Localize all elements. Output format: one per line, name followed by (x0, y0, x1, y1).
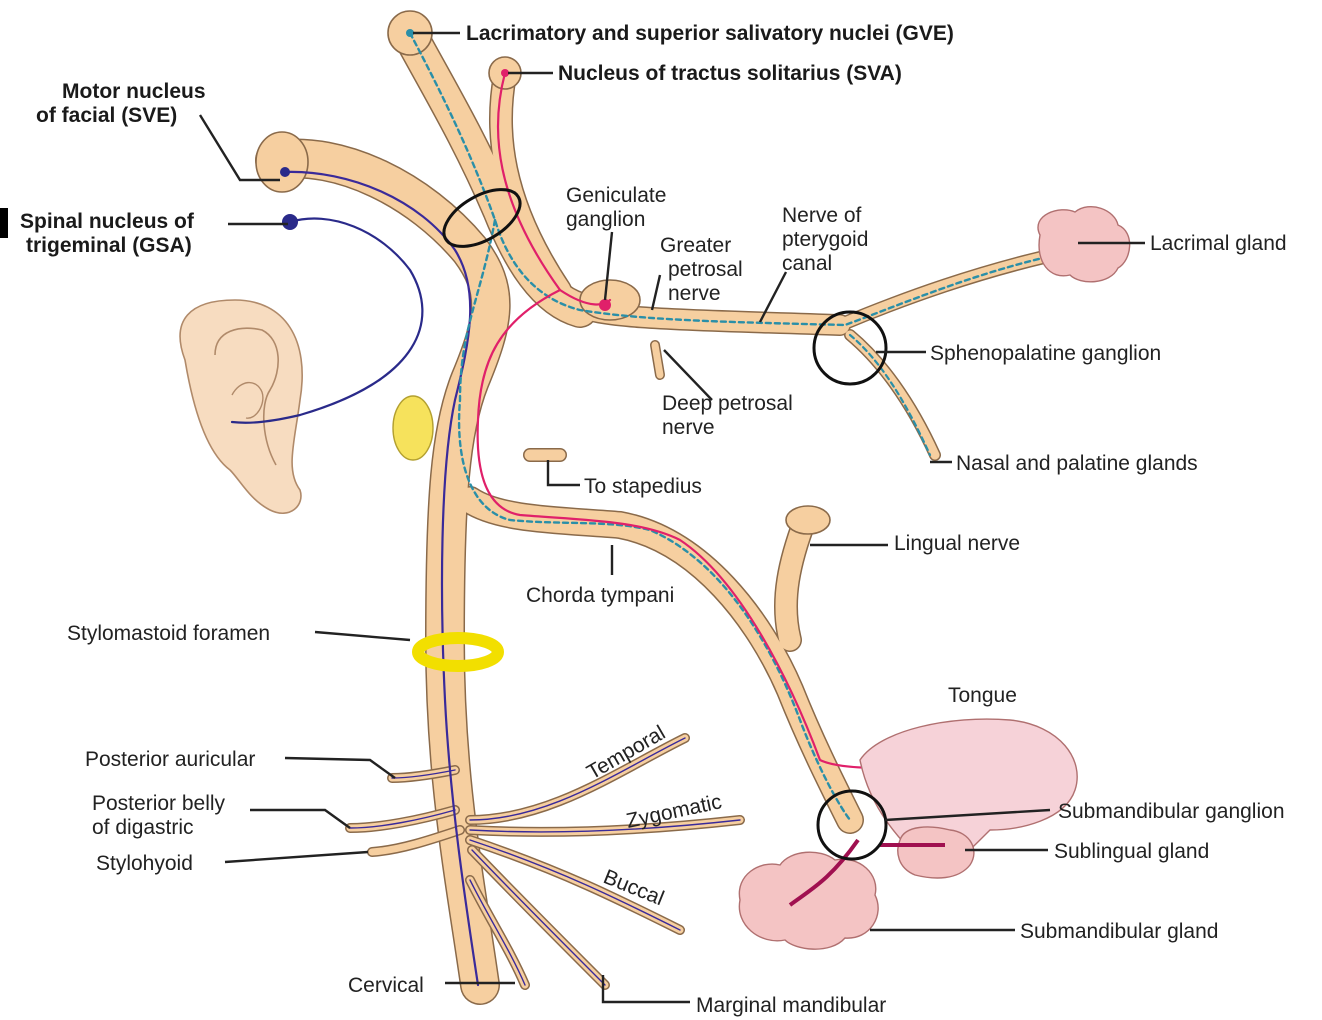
label-posterior-auricular: Posterior auricular (85, 748, 255, 771)
label-stylohyoid: Stylohyoid (96, 852, 193, 875)
label-greater-petrosal-1: Greater (660, 234, 731, 257)
label-stylomastoid: Stylomastoid foramen (67, 622, 270, 645)
label-marginal-mandibular: Marginal mandibular (696, 994, 886, 1017)
label-lacrimatory-nuclei: Lacrimatory and superior salivatory nucl… (466, 22, 954, 45)
label-chorda-tympani: Chorda tympani (526, 584, 674, 607)
label-submandibular-ganglion: Submandibular ganglion (1058, 800, 1285, 823)
label-pterygoid-1: Nerve of (782, 204, 862, 227)
label-geniculate-2: ganglion (566, 208, 645, 231)
facial-branches (350, 738, 740, 985)
sublingual-gland-shape (898, 827, 974, 878)
label-pterygoid-2: pterygoid (782, 228, 868, 251)
label-posterior-belly-1: Posterior belly (92, 792, 226, 815)
lacrimal-gland-shape (1038, 207, 1130, 282)
label-greater-petrosal-2: petrosal (668, 258, 743, 281)
label-spinal-nucleus-1: Spinal nucleus of (20, 210, 195, 233)
label-tractus-solitarius: Nucleus of tractus solitarius (SVA) (558, 62, 902, 85)
label-spinal-nucleus-2: trigeminal (GSA) (26, 234, 192, 257)
label-geniculate-1: Geniculate (566, 184, 666, 207)
label-stapedius: To stapedius (584, 475, 702, 498)
ear-illustration (180, 300, 302, 513)
label-lingual-nerve: Lingual nerve (894, 532, 1020, 555)
labels: Lacrimatory and superior salivatory nucl… (20, 22, 1287, 1017)
label-nasal-palatine: Nasal and palatine glands (956, 452, 1198, 475)
label-submandibular-gland: Submandibular gland (1020, 920, 1218, 943)
label-tongue: Tongue (948, 684, 1017, 707)
label-deep-petrosal-1: Deep petrosal (662, 392, 793, 415)
label-greater-petrosal-3: nerve (668, 282, 721, 305)
label-deep-petrosal-2: nerve (662, 416, 715, 439)
label-motor-nucleus-2: of facial (SVE) (36, 104, 177, 127)
label-cervical: Cervical (348, 974, 424, 997)
label-pterygoid-3: canal (782, 252, 832, 275)
label-lacrimal-gland: Lacrimal gland (1150, 232, 1287, 255)
label-sublingual-gland: Sublingual gland (1054, 840, 1209, 863)
label-posterior-belly-2: of digastric (92, 816, 194, 839)
label-sphenopalatine: Sphenopalatine ganglion (930, 342, 1161, 365)
label-motor-nucleus-1: Motor nucleus (62, 80, 206, 103)
yellow-ganglion (393, 396, 433, 460)
